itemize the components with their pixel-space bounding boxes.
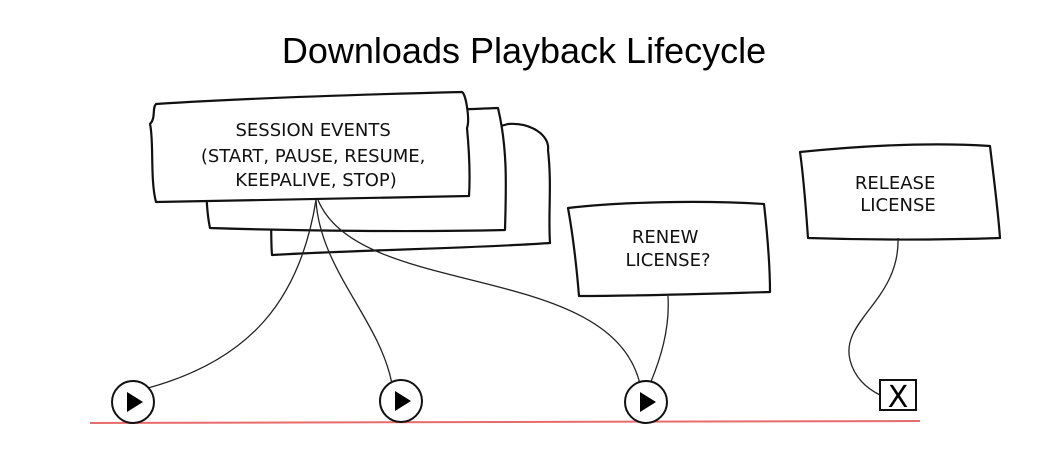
play-icon xyxy=(111,380,155,424)
play-icon xyxy=(379,379,423,423)
session-events-box xyxy=(148,90,471,204)
session-events-label: SESSION EVENTS (START, PAUSE, RESUME, KE… xyxy=(201,120,431,191)
stop-x-label: X xyxy=(888,380,909,415)
connector-renew-to-play-3 xyxy=(649,295,669,385)
timeline-line xyxy=(89,420,921,424)
connector-session-to-play-3 xyxy=(317,199,641,385)
renew-license-box xyxy=(566,200,772,298)
connector-release-to-x xyxy=(848,237,899,396)
connector-session-to-play-2 xyxy=(315,199,393,385)
renew-license-label: RENEW LICENSE? xyxy=(625,227,710,271)
stop-x-marker: X xyxy=(879,379,917,415)
connector-session-to-play-1 xyxy=(147,199,317,389)
play-icon xyxy=(624,380,668,424)
diagram-title: Downloads Playback Lifecycle xyxy=(282,30,766,71)
release-license-label: RELEASE LICENSE xyxy=(855,173,941,216)
release-license-box xyxy=(798,143,1002,241)
